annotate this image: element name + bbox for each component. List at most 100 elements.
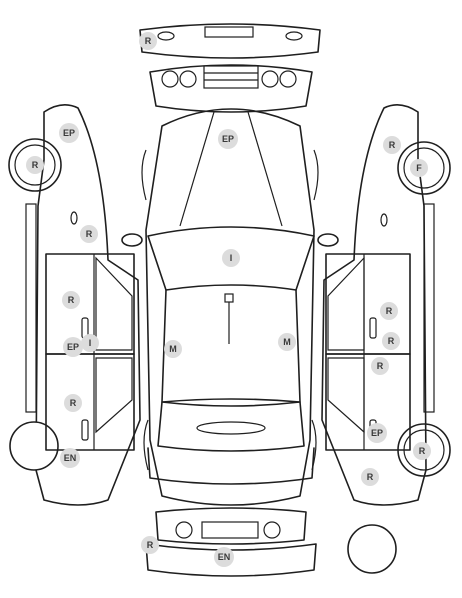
damage-badge-right-rear-door[interactable]: R xyxy=(371,357,389,375)
rear-bumper[interactable] xyxy=(145,543,317,577)
top-windshield xyxy=(147,226,315,291)
front-fog-right xyxy=(285,31,303,41)
damage-code-label: EP xyxy=(67,342,79,352)
damage-badge-left-front-door-lower[interactable]: EP xyxy=(63,337,83,357)
damage-badge-right-front-door-lower[interactable]: R xyxy=(382,332,400,350)
damage-badge-left-rear-wheel[interactable]: EN xyxy=(60,448,80,468)
damage-code-label: R xyxy=(386,306,393,316)
damage-badge-right-front-fender[interactable]: R xyxy=(383,136,401,154)
front-bumper[interactable] xyxy=(139,23,321,59)
top-view xyxy=(121,108,339,506)
damage-code-label: I xyxy=(230,253,233,263)
damage-badge-circle xyxy=(62,291,80,309)
damage-code-label: R xyxy=(32,160,39,170)
damage-badge-circle xyxy=(410,159,428,177)
damage-code-label: F xyxy=(416,163,422,173)
damage-badge-circle xyxy=(26,156,44,174)
front-plate xyxy=(204,26,254,38)
right-body-outline xyxy=(321,104,427,506)
damage-badge-circle xyxy=(380,302,398,320)
mirror-left xyxy=(121,233,143,247)
damage-badge-right-front-wheel[interactable]: F xyxy=(410,159,428,177)
damage-code-label: EN xyxy=(218,552,231,562)
left-front-wheel xyxy=(8,138,62,192)
damage-code-label: EP xyxy=(63,128,75,138)
left-rear-wheel xyxy=(9,421,59,471)
damage-code-label: R xyxy=(145,36,152,46)
damage-badge-circle xyxy=(80,225,98,243)
front-grille xyxy=(203,65,259,89)
damage-badge-right-rear-quarter[interactable]: R xyxy=(361,468,379,486)
damage-code-label: EN xyxy=(64,453,77,463)
damage-badge-circle xyxy=(371,357,389,375)
front-view xyxy=(139,23,321,113)
damage-badge-left-front-wheel[interactable]: R xyxy=(26,156,44,174)
damage-badge-circle xyxy=(141,536,159,554)
damage-badge-right-rear-wheel[interactable]: R xyxy=(413,442,431,460)
damage-badge-circle xyxy=(382,332,400,350)
damage-code-label: M xyxy=(283,337,291,347)
damage-badge-left-front-fender[interactable]: EP xyxy=(59,123,79,143)
front-headlight-l1 xyxy=(161,70,179,88)
right-front-wheel xyxy=(397,141,451,195)
damage-badge-rear-bumper[interactable]: EN xyxy=(214,547,234,567)
front-fog-left xyxy=(157,31,175,41)
damage-code-label: M xyxy=(169,344,177,354)
left-sill xyxy=(25,203,37,413)
damage-badge-top-left-side[interactable]: M xyxy=(164,340,182,358)
damage-badge-left-front-door[interactable]: R xyxy=(62,291,80,309)
damage-badge-right-front-door[interactable]: R xyxy=(380,302,398,320)
damage-code-label: I xyxy=(89,338,92,348)
front-headlight-r1 xyxy=(261,70,279,88)
damage-code-label: R xyxy=(367,472,374,482)
damage-badges: R EP I M M R EP R R EP I R EN R F R R R EP R R R EN xyxy=(26,32,431,567)
left-rear-door xyxy=(45,353,135,451)
damage-badge-circle xyxy=(64,394,82,412)
damage-badge-circle xyxy=(222,249,240,267)
front-headlight-l2 xyxy=(179,70,197,88)
damage-badge-circle xyxy=(139,32,157,50)
damage-badge-circle xyxy=(60,448,80,468)
damage-badge-circle xyxy=(63,337,83,357)
damage-badge-left-front-fender-lower[interactable]: R xyxy=(80,225,98,243)
damage-badge-circle xyxy=(81,334,99,352)
rear-view xyxy=(145,507,317,577)
top-body-outline xyxy=(145,108,315,506)
damage-badge-roof[interactable]: I xyxy=(222,249,240,267)
damage-badge-left-front-door-handle[interactable]: I xyxy=(81,334,99,352)
damage-code-label: R xyxy=(86,229,93,239)
damage-badge-circle xyxy=(164,340,182,358)
spare-wheel xyxy=(347,524,397,574)
damage-badge-circle xyxy=(367,423,387,443)
antenna-icon xyxy=(224,293,234,303)
damage-code-label: R xyxy=(389,140,396,150)
damage-code-label: R xyxy=(388,336,395,346)
damage-code-label: R xyxy=(147,540,154,550)
damage-code-label: R xyxy=(68,295,75,305)
right-sill xyxy=(423,203,435,413)
damage-code-label: EP xyxy=(371,428,383,438)
mirror-right xyxy=(317,233,339,247)
damage-badge-left-rear-door[interactable]: R xyxy=(64,394,82,412)
damage-badge-top-right-side[interactable]: M xyxy=(278,333,296,351)
damage-badge-right-rear-fender[interactable]: EP xyxy=(367,423,387,443)
rear-face xyxy=(155,507,307,545)
damage-badge-circle xyxy=(278,333,296,351)
damage-badge-circle xyxy=(218,129,238,149)
damage-badge-circle xyxy=(413,442,431,460)
damage-badge-rear-bumper-left[interactable]: R xyxy=(141,536,159,554)
damage-badge-hood[interactable]: EP xyxy=(218,129,238,149)
damage-code-label: EP xyxy=(222,134,234,144)
left-side-view xyxy=(8,104,141,506)
damage-code-label: R xyxy=(377,361,384,371)
right-rear-door xyxy=(325,353,411,451)
rear-plate xyxy=(201,521,259,539)
damage-code-label: R xyxy=(70,398,77,408)
damage-badge-circle xyxy=(59,123,79,143)
damage-badge-circle xyxy=(383,136,401,154)
damage-badge-front-bumper[interactable]: R xyxy=(139,32,157,50)
top-rear-window xyxy=(157,398,305,452)
top-roof xyxy=(161,289,301,407)
top-rear-spoiler xyxy=(196,421,266,435)
